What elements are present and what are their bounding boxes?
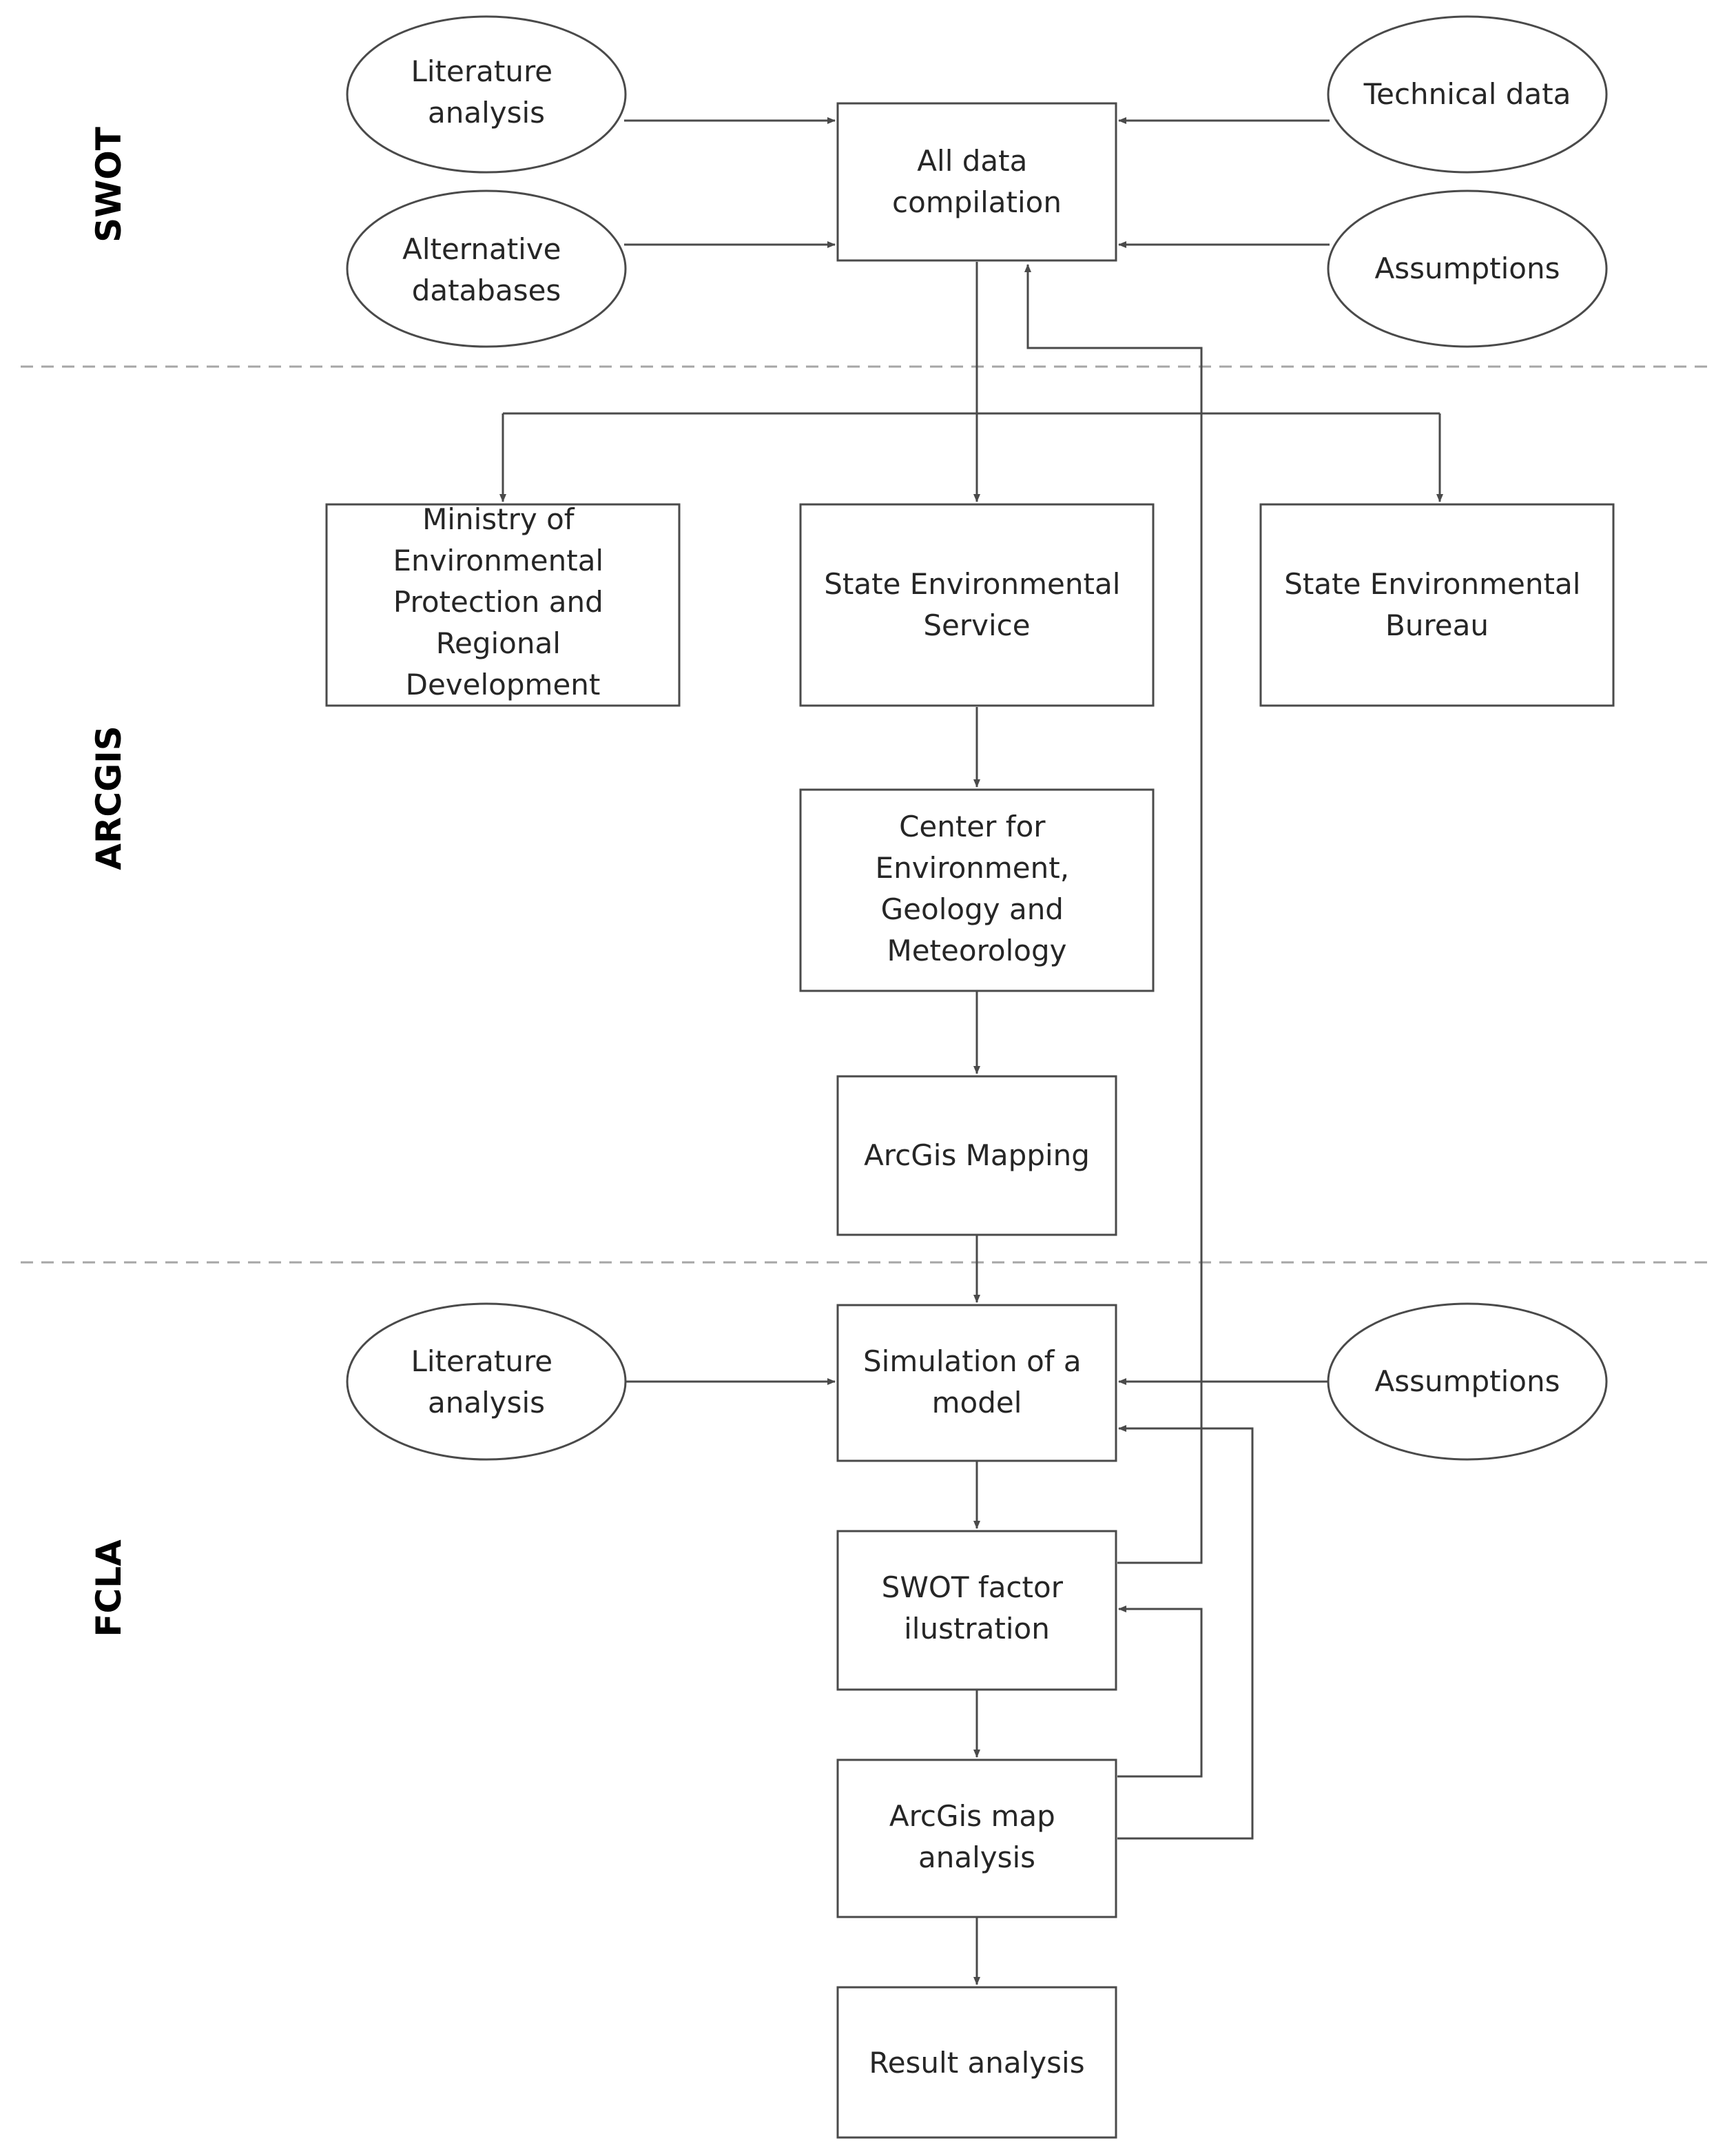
node-swot-factor-illustration: SWOT factor ilustration [836,1530,1117,1691]
node-label: Simulation of a model [863,1344,1091,1419]
node-label: Ministry of Environmental Protection and… [393,502,613,701]
node-state-environmental-bureau: State Environmental Bureau [1259,503,1615,707]
node-label: ArcGis map analysis [889,1799,1064,1874]
node-label: Literature analysis [411,1344,561,1419]
node-label: State Environmental Service [824,567,1129,642]
node-result-analysis: Result analysis [836,1986,1117,2139]
section-title-fcla: FCLA [89,1539,129,1637]
node-label: ArcGis Mapping [864,1138,1090,1172]
feedback-swot-factor-to-compilation [1024,264,1203,1564]
node-label: Assumptions [1374,1364,1560,1398]
node-label: Literature analysis [411,54,561,130]
node-assumptions-top: Assumptions [1327,189,1608,348]
node-ministry: Ministry of Environmental Protection and… [325,502,681,707]
section-title-swot: SWOT [89,127,129,243]
feedback-map-analysis-to-simulation [1117,1425,1254,1840]
connectors [499,117,1443,1985]
node-label: SWOT factor ilustration [882,1570,1073,1645]
node-label: Assumptions [1374,252,1560,285]
node-literature-analysis-bottom: Literature analysis [346,1302,627,1461]
node-simulation-of-a-model: Simulation of a model [836,1304,1117,1462]
node-label: State Environmental Bureau [1284,567,1589,642]
node-all-data-compilation: All data compilation [836,102,1117,262]
node-literature-analysis-top: Literature analysis [346,15,627,174]
node-arcgis-mapping: ArcGis Mapping [836,1075,1117,1236]
node-label: Result analysis [869,2046,1084,2080]
feedback-map-analysis-to-swot-factor [1117,1606,1203,1778]
node-arcgis-map-analysis: ArcGis map analysis [836,1759,1117,1918]
node-label: Alternative databases [402,232,570,307]
node-label: Technical data [1363,77,1571,111]
node-label: All data compilation [892,144,1062,219]
section-title-arcgis: ARCGIS [89,726,129,870]
node-label: Center for Environment, Geology and Mete… [876,810,1079,967]
node-center-for-environment: Center for Environment, Geology and Mete… [799,788,1155,992]
node-state-environmental-service: State Environmental Service [799,503,1155,707]
node-technical-data: Technical data [1327,15,1608,174]
node-assumptions-bottom: Assumptions [1327,1302,1608,1461]
node-alternative-databases: Alternative databases [346,189,627,348]
